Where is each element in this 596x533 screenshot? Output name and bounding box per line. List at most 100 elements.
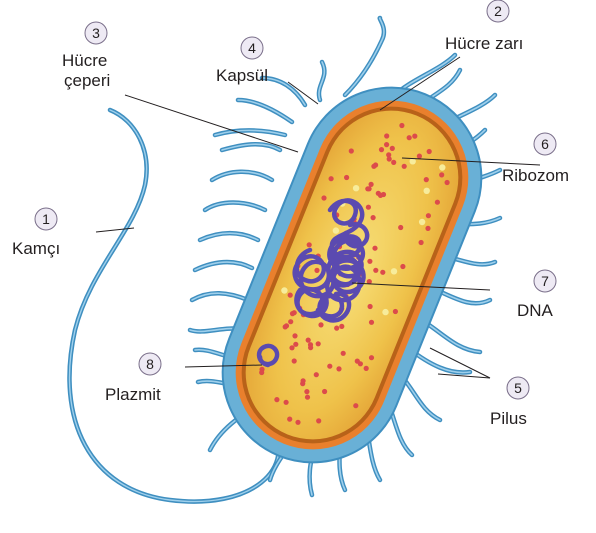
ribosome [304,389,309,394]
ribosome [391,160,396,165]
ribosome [366,205,371,210]
granule [382,309,388,315]
granule [333,227,339,233]
ribosome [384,133,389,138]
ribosome [316,341,321,346]
ribosome [329,176,334,181]
ribosome [274,397,279,402]
ribosome [426,213,431,218]
label-hucre-zari: 2 Hücre zarı [445,0,523,53]
ribosome [369,320,374,325]
label-kamci: 1 Kamçı [12,208,60,258]
ribosome [371,215,376,220]
ribosome [314,268,319,273]
ribosome [407,135,412,140]
ribosome [372,246,377,251]
label-number: 1 [42,211,50,227]
ribosome [365,186,370,191]
pilus-hair [345,18,384,95]
ribosome [381,192,386,197]
label-number: 7 [541,273,549,289]
ribosome [308,342,313,347]
label-number: 3 [92,25,100,41]
label-number: 5 [514,380,522,396]
label-text: çeperi [64,71,110,90]
ribosome [349,148,354,153]
ribosome [399,123,404,128]
pilus-hair [238,100,292,122]
ribosome [390,146,395,151]
ribosome [398,225,403,230]
label-text: Pilus [490,409,527,428]
ribosome [284,400,289,405]
ribosome [419,240,424,245]
ribosome [355,359,360,364]
ribosome [288,319,293,324]
ribosome [387,156,392,161]
granule [391,268,397,274]
ribosome [435,200,440,205]
ribosome [259,370,264,375]
ribosome [424,177,429,182]
ribosome [318,322,323,327]
ribosome [368,304,373,309]
granule [353,185,359,191]
leader-kamci [96,228,134,232]
ribosome [306,338,311,343]
ribosome [307,242,312,247]
label-ribozom: 6 Ribozom [502,133,569,185]
ribosome [292,358,297,363]
label-kapsul: 4 Kapsül [216,37,268,85]
granule [439,164,445,170]
ribosome [380,270,385,275]
leader-hucre-ceperi [125,95,298,152]
ribosome [417,154,422,159]
label-text: Plazmit [105,385,161,404]
ribosome [364,366,369,371]
label-text: Ribozom [502,166,569,185]
ribosome [336,366,341,371]
ribosome [384,142,389,147]
ribosome [339,324,344,329]
label-number: 4 [248,40,256,56]
ribosome [295,420,300,425]
label-text: DNA [517,301,554,320]
ribosome [322,389,327,394]
ribosome [439,172,444,177]
ribosome [425,226,430,231]
label-text: Kapsül [216,66,268,85]
ribosome [288,293,293,298]
ribosome [371,164,376,169]
ribosome [290,311,295,316]
label-text: Kamçı [12,239,60,258]
ribosome [344,175,349,180]
ribosome [327,364,332,369]
ribosome [334,326,339,331]
label-text: Hücre zarı [445,34,523,53]
ribosome [353,403,358,408]
ribosome [369,355,374,360]
ribosome [321,195,326,200]
pilus-hair [262,78,305,105]
granule [281,287,287,293]
label-text: Hücre [62,51,107,70]
label-number: 6 [541,136,549,152]
granule [419,219,425,225]
ribosome [379,147,384,152]
ribosome [400,264,405,269]
ribosome [367,259,372,264]
ribosome [402,164,407,169]
label-number: 2 [494,3,502,19]
ribosome [412,134,417,139]
ribosome [427,149,432,154]
ribosome [314,372,319,377]
pilus-highlight [345,18,384,95]
ribosome [289,345,294,350]
ribosome [301,378,306,383]
ribosome [445,180,450,185]
label-pilus: 5 Pilus [490,377,529,428]
ribosome [284,323,289,328]
label-dna: 7 DNA [517,270,556,320]
